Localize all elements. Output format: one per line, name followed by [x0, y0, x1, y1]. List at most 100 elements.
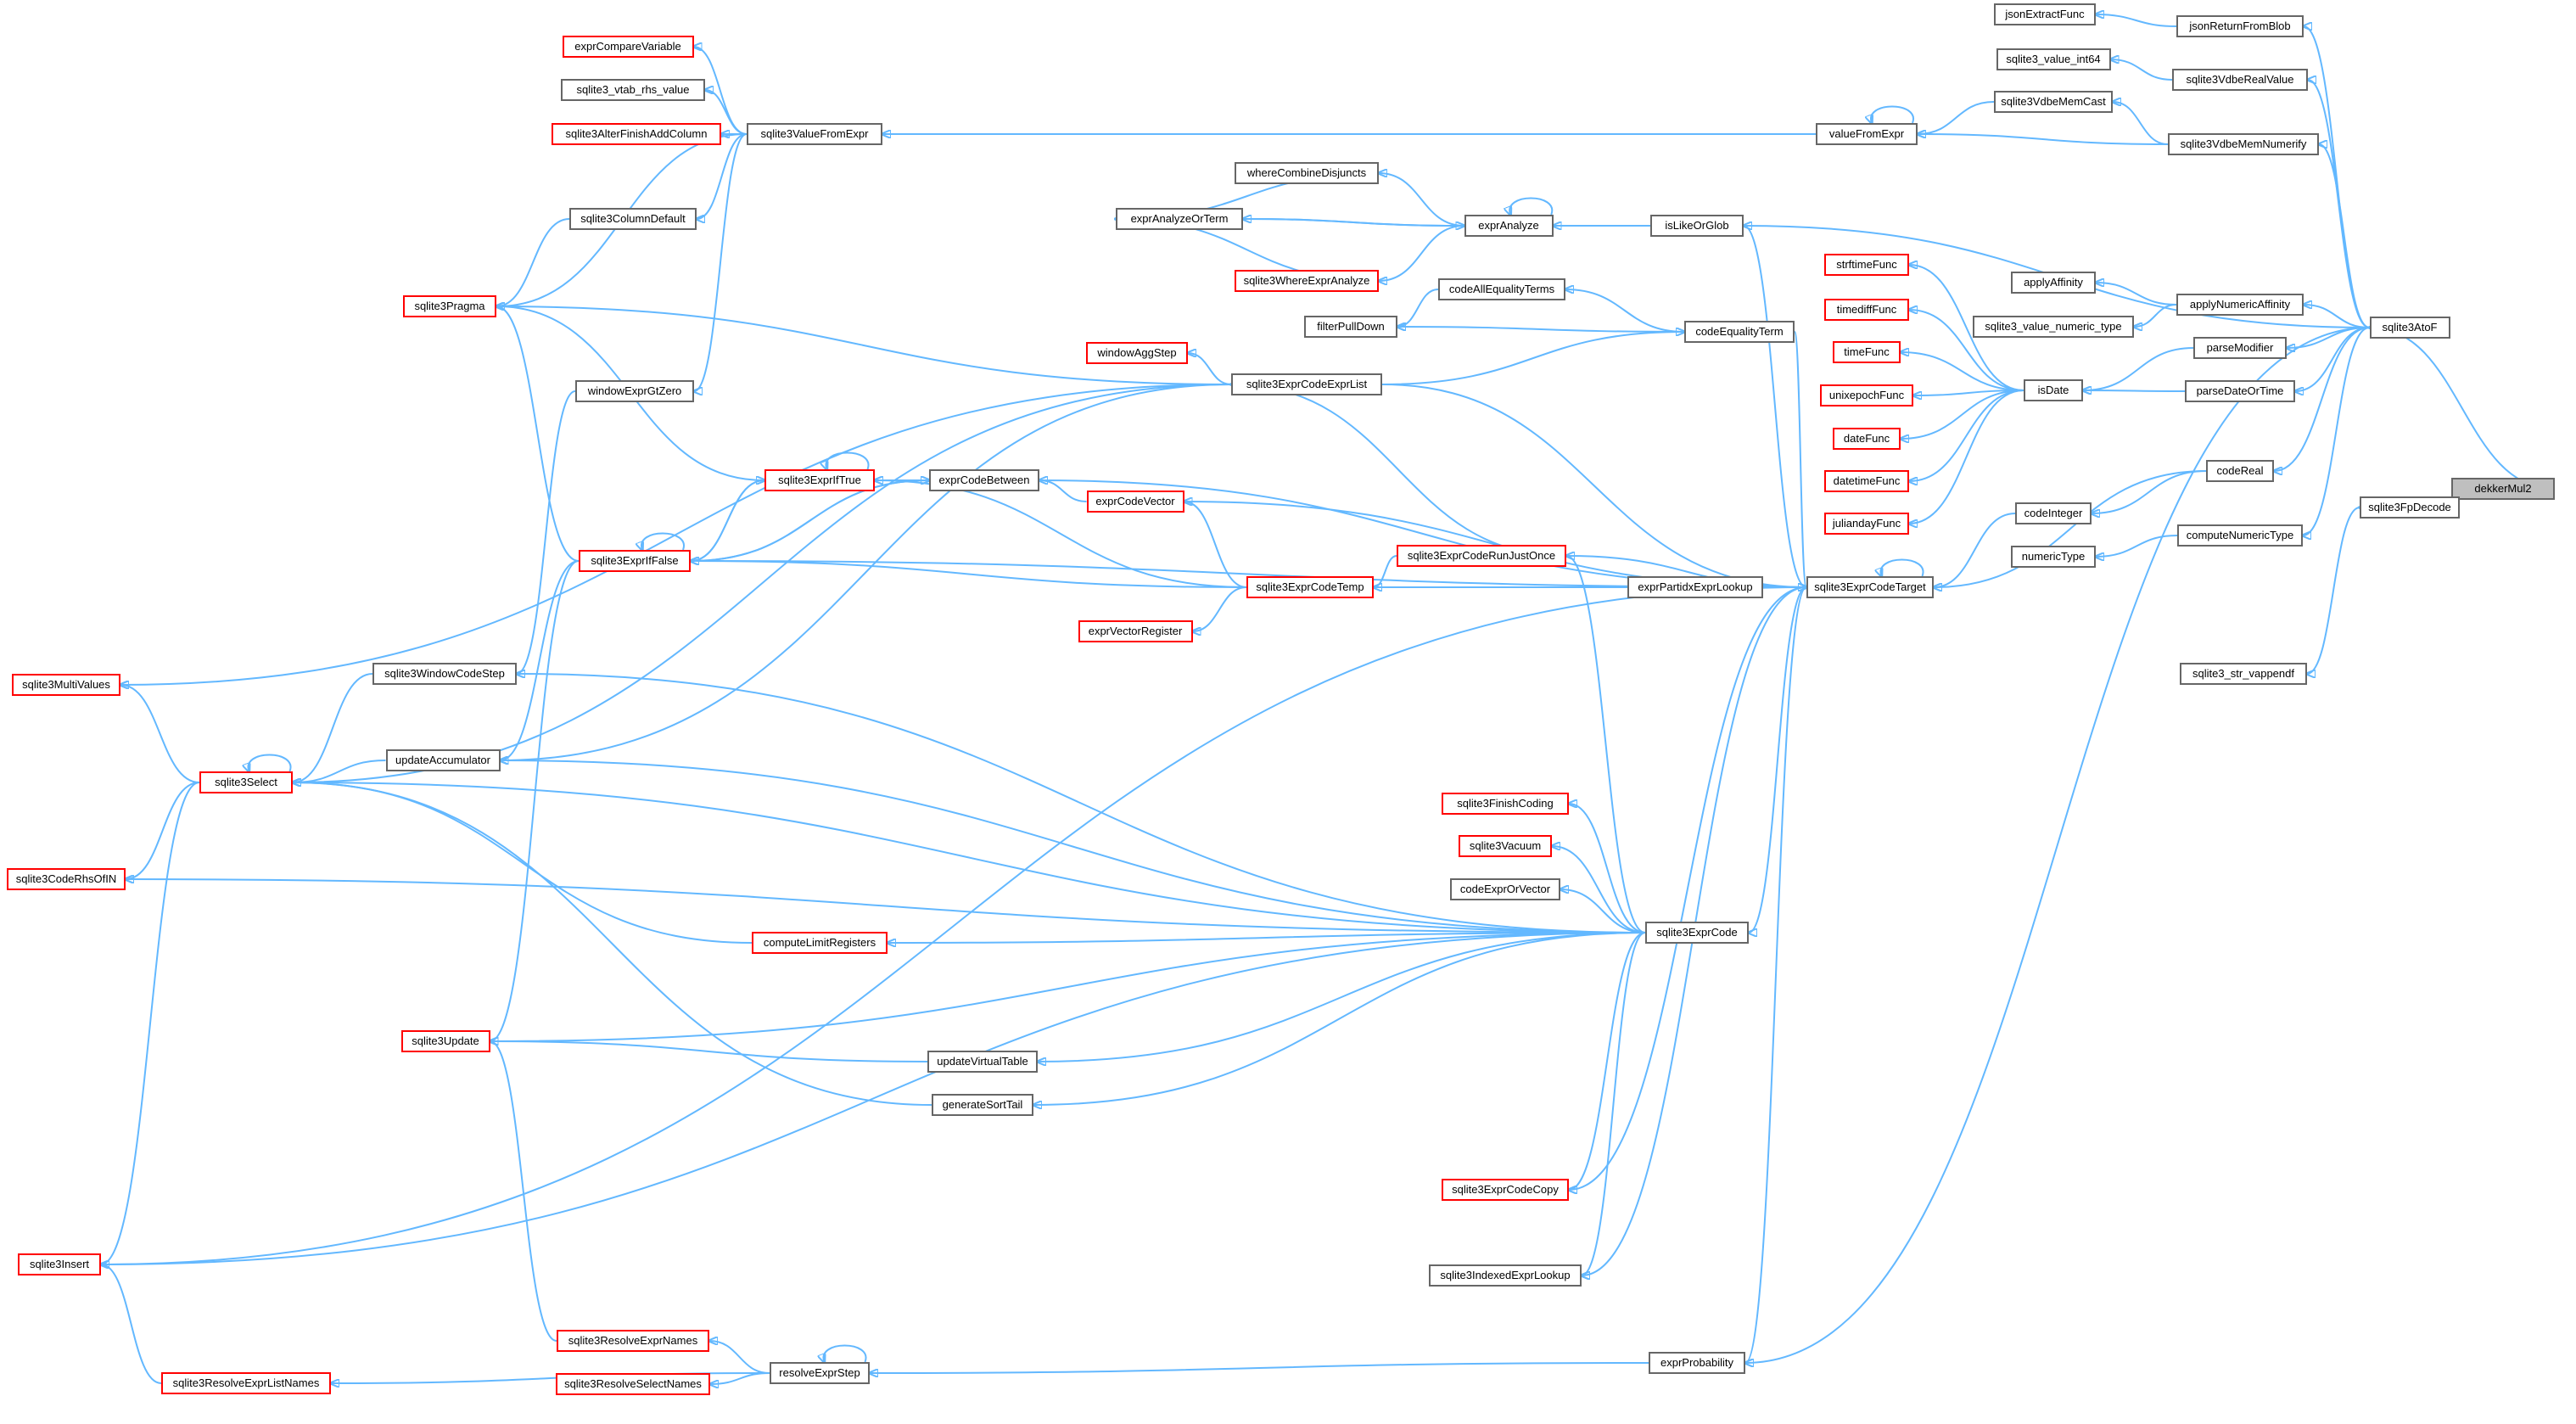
node-jsonExtractFunc[interactable]: jsonExtractFunc [1994, 3, 2096, 25]
node-sqlite3_str_vappendf[interactable]: sqlite3_str_vappendf [2180, 663, 2307, 685]
node-exprAnalyzeOrTerm[interactable]: exprAnalyzeOrTerm [1116, 208, 1243, 230]
edge-sqlite3_value_numeric_type-to-applyNumericAffinity [2134, 304, 2177, 327]
node-sqlite3IndexedExprLookup[interactable]: sqlite3IndexedExprLookup [1429, 1264, 1582, 1287]
node-exprCodeBetween[interactable]: exprCodeBetween [929, 469, 1039, 491]
node-windowAggStep[interactable]: windowAggStep [1086, 342, 1188, 364]
node-sqlite3FinishCoding[interactable]: sqlite3FinishCoding [1442, 793, 1569, 815]
edge-sqlite3Insert-to-sqlite3ExprCodeTarget [101, 586, 1807, 1264]
node-whereCombineDisjuncts[interactable]: whereCombineDisjuncts [1235, 162, 1379, 184]
node-sqlite3ExprCodeCopy[interactable]: sqlite3ExprCodeCopy [1442, 1179, 1569, 1201]
node-sqlite3AlterFinishAddColumn[interactable]: sqlite3AlterFinishAddColumn [552, 123, 721, 145]
node-sqlite3ExprIfFalse[interactable]: sqlite3ExprIfFalse [579, 550, 691, 572]
edge-sqlite3AtoF-to-dekkerMul2 [2370, 328, 2556, 490]
node-resolveExprStep[interactable]: resolveExprStep [770, 1362, 870, 1384]
node-computeNumericType[interactable]: computeNumericType [2177, 524, 2303, 547]
edge-codeReal-to-sqlite3AtoF [2274, 327, 2370, 471]
edge-sqlite3ExprCodeTarget-to-sqlite3ExprIfFalse [690, 560, 1806, 587]
node-isLikeOrGlob[interactable]: isLikeOrGlob [1650, 215, 1744, 237]
node-computeLimitRegisters[interactable]: computeLimitRegisters [752, 932, 888, 954]
node-sqlite3ResolveExprNames[interactable]: sqlite3ResolveExprNames [557, 1330, 709, 1352]
node-datetimeFunc[interactable]: datetimeFunc [1824, 470, 1909, 492]
node-codeEqualityTerm[interactable]: codeEqualityTerm [1684, 321, 1795, 343]
node-juliandayFunc[interactable]: juliandayFunc [1824, 513, 1909, 535]
node-sqlite3ExprCodeExprList[interactable]: sqlite3ExprCodeExprList [1231, 373, 1382, 395]
node-parseModifier[interactable]: parseModifier [2193, 337, 2287, 359]
node-sqlite3Select[interactable]: sqlite3Select [199, 771, 293, 793]
edge-sqlite3ExprCodeRunJustOnce-to-sqlite3ExprCode [1566, 556, 1646, 933]
node-timeFunc[interactable]: timeFunc [1833, 341, 1901, 363]
node-updateAccumulator[interactable]: updateAccumulator [385, 749, 501, 771]
node-sqlite3MultiValues[interactable]: sqlite3MultiValues [12, 674, 120, 696]
node-exprCompareVariable[interactable]: exprCompareVariable [562, 36, 694, 58]
node-exprVectorRegister[interactable]: exprVectorRegister [1078, 620, 1193, 642]
node-exprCodeVector[interactable]: exprCodeVector [1086, 491, 1184, 513]
node-valueFromExpr[interactable]: valueFromExpr [1816, 123, 1918, 145]
edge-isDate-to-parseDateOrTime [2083, 390, 2186, 391]
node-sqlite3VdbeRealValue[interactable]: sqlite3VdbeRealValue [2172, 69, 2308, 91]
node-sqlite3VdbeMemCast[interactable]: sqlite3VdbeMemCast [1994, 91, 2113, 113]
edge-timeFunc-to-isDate [1901, 352, 2024, 391]
node-sqlite3CodeRhsOfIN[interactable]: sqlite3CodeRhsOfIN [7, 868, 126, 890]
node-sqlite3FpDecode[interactable]: sqlite3FpDecode [2360, 496, 2460, 519]
node-sqlite3VdbeMemNumerify[interactable]: sqlite3VdbeMemNumerify [2168, 133, 2319, 155]
edge-juliandayFunc-to-isDate [1909, 390, 2024, 524]
node-exprPartidxExprLookup[interactable]: exprPartidxExprLookup [1627, 576, 1763, 598]
node-sqlite3WindowCodeStep[interactable]: sqlite3WindowCodeStep [372, 663, 517, 685]
edge-exprVectorRegister-to-sqlite3ExprCodeTemp [1193, 586, 1247, 631]
node-codeInteger[interactable]: codeInteger [2015, 502, 2092, 524]
edge-exprProbability-to-sqlite3ExprCodeTarget [1745, 586, 1807, 1363]
node-sqlite3AtoF[interactable]: sqlite3AtoF [2369, 317, 2450, 339]
node-parseDateOrTime[interactable]: parseDateOrTime [2185, 380, 2295, 402]
edge-sqlite3ExprCodeTarget-to-sqlite3ExprCodeExprList [1381, 384, 1806, 587]
edge-sqlite3CodeRhsOfIN-to-sqlite3ExprCode [126, 879, 1646, 933]
node-windowExprGtZero[interactable]: windowExprGtZero [575, 380, 694, 402]
edge-sqlite3WhereExprAnalyze-to-exprAnalyze [1379, 225, 1464, 281]
edge-windowExprGtZero-to-sqlite3ValueFromExpr [694, 133, 748, 391]
node-sqlite3Pragma[interactable]: sqlite3Pragma [403, 295, 496, 317]
node-sqlite3ExprCodeTarget[interactable]: sqlite3ExprCodeTarget [1806, 576, 1934, 598]
edge-valueFromExpr-to-sqlite3VdbeMemNumerify [1918, 134, 2169, 145]
node-codeAllEqualityTerms[interactable]: codeAllEqualityTerms [1438, 278, 1565, 300]
node-sqlite3ExprCodeTemp[interactable]: sqlite3ExprCodeTemp [1246, 576, 1374, 598]
node-filterPullDown[interactable]: filterPullDown [1304, 316, 1397, 338]
node-codeExprOrVector[interactable]: codeExprOrVector [1450, 878, 1560, 900]
node-exprProbability[interactable]: exprProbability [1649, 1352, 1745, 1374]
node-codeReal[interactable]: codeReal [2206, 460, 2274, 482]
node-strftimeFunc[interactable]: strftimeFunc [1824, 254, 1909, 276]
edge-sqlite3ExprCodeTarget-to-isLikeOrGlob [1743, 225, 1806, 587]
node-sqlite3Vacuum[interactable]: sqlite3Vacuum [1459, 835, 1552, 857]
node-exprAnalyze[interactable]: exprAnalyze [1464, 215, 1554, 237]
node-updateVirtualTable[interactable]: updateVirtualTable [927, 1051, 1038, 1073]
node-sqlite3ResolveSelectNames[interactable]: sqlite3ResolveSelectNames [556, 1373, 710, 1395]
node-timediffFunc[interactable]: timediffFunc [1824, 299, 1909, 321]
edge-updateAccumulator-to-sqlite3ExprCode [501, 760, 1646, 933]
node-sqlite3_value_numeric_type[interactable]: sqlite3_value_numeric_type [1973, 316, 2134, 338]
edge-sqlite3Pragma-to-sqlite3ExprCodeExprList [496, 306, 1232, 385]
node-applyAffinity[interactable]: applyAffinity [2011, 272, 2096, 294]
node-jsonReturnFromBlob[interactable]: jsonReturnFromBlob [2176, 15, 2304, 37]
node-unixepochFunc[interactable]: unixepochFunc [1820, 384, 1913, 406]
node-sqlite3Insert[interactable]: sqlite3Insert [18, 1253, 101, 1275]
edge-sqlite3_vtab_rhs_value-to-sqlite3ValueFromExpr [705, 90, 748, 135]
node-sqlite3ExprIfTrue[interactable]: sqlite3ExprIfTrue [764, 469, 875, 491]
node-generateSortTail[interactable]: generateSortTail [932, 1094, 1033, 1116]
node-sqlite3ColumnDefault[interactable]: sqlite3ColumnDefault [569, 208, 697, 230]
edge-sqlite3FinishCoding-to-sqlite3ExprCode [1569, 804, 1646, 933]
node-dateFunc[interactable]: dateFunc [1833, 428, 1901, 450]
edge-exprCodeVector-to-sqlite3ExprCodeTemp [1184, 502, 1247, 588]
node-sqlite3ValueFromExpr[interactable]: sqlite3ValueFromExpr [747, 123, 882, 145]
node-sqlite3ExprCodeRunJustOnce[interactable]: sqlite3ExprCodeRunJustOnce [1397, 545, 1566, 567]
node-sqlite3_vtab_rhs_value[interactable]: sqlite3_vtab_rhs_value [561, 79, 705, 101]
node-applyNumericAffinity[interactable]: applyNumericAffinity [2176, 294, 2304, 316]
edge-unixepochFunc-to-isDate [1913, 390, 2024, 395]
node-numericType[interactable]: numericType [2011, 546, 2096, 568]
node-isDate[interactable]: isDate [2024, 379, 2083, 401]
node-sqlite3WhereExprAnalyze[interactable]: sqlite3WhereExprAnalyze [1235, 270, 1379, 292]
node-sqlite3_value_int64[interactable]: sqlite3_value_int64 [1996, 48, 2111, 70]
node-sqlite3ResolveExprListNames[interactable]: sqlite3ResolveExprListNames [161, 1372, 331, 1394]
edge-sqlite3Select-to-updateAccumulator [293, 760, 386, 782]
node-sqlite3ExprCode[interactable]: sqlite3ExprCode [1645, 922, 1749, 944]
node-sqlite3Update[interactable]: sqlite3Update [400, 1030, 490, 1052]
edge-sqlite3VdbeMemNumerify-to-sqlite3AtoF [2319, 144, 2370, 328]
